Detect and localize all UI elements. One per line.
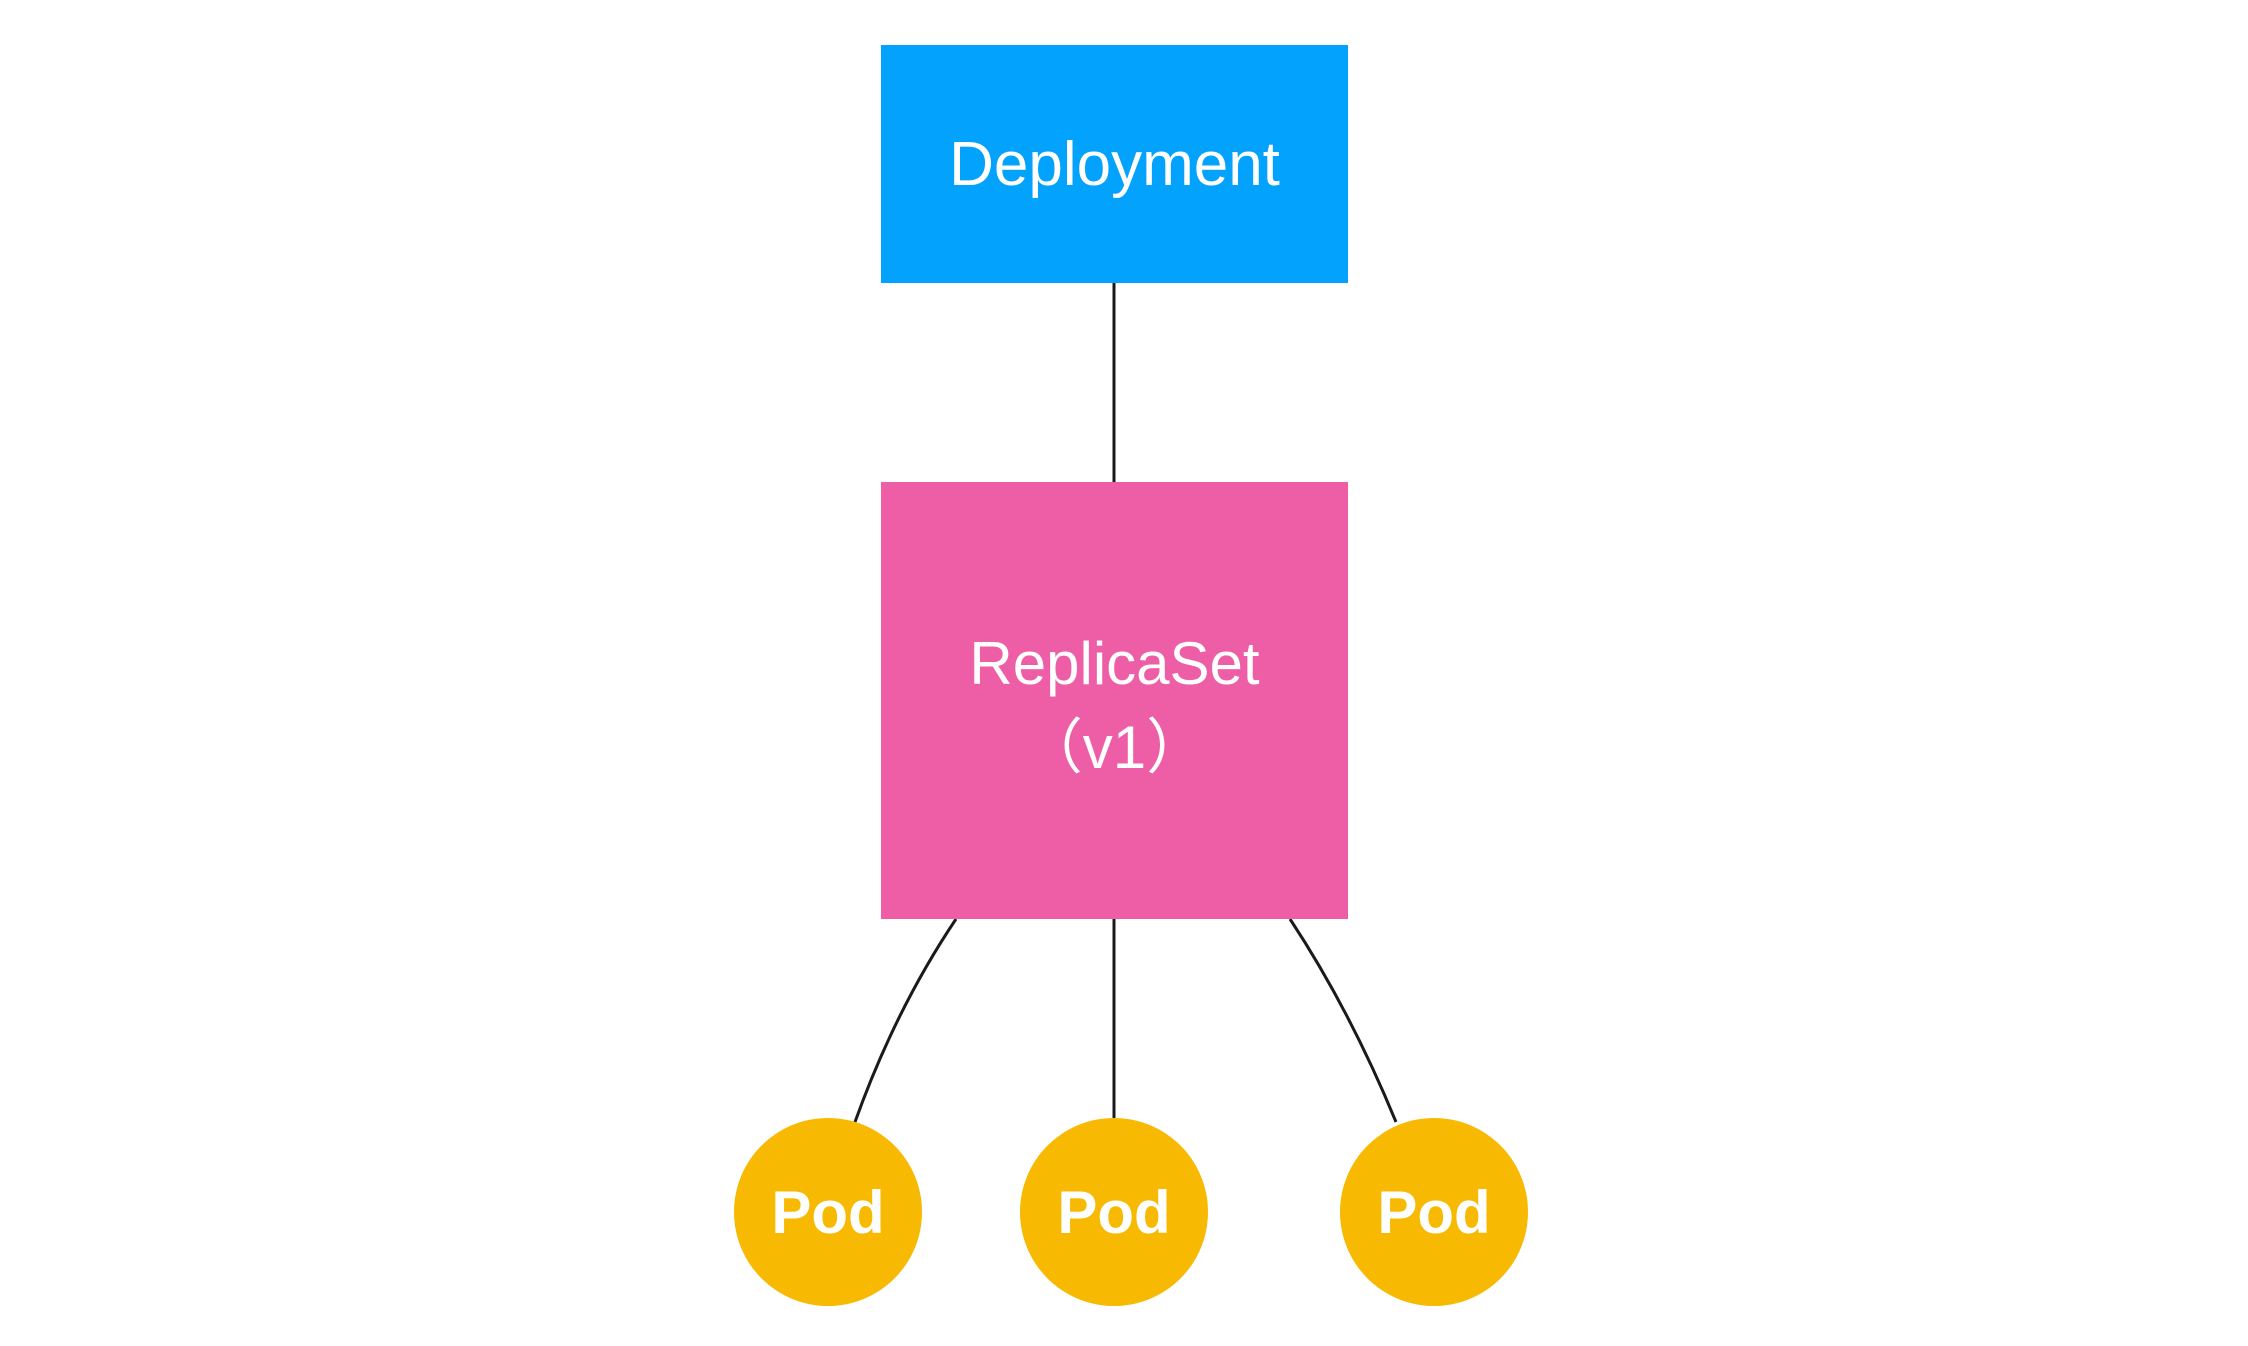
replicaset-to-pod-1-line	[853, 918, 958, 1123]
deployment-label: Deployment	[949, 129, 1280, 199]
pod-node-3: Pod	[1340, 1118, 1528, 1306]
replicaset-node: ReplicaSet （v1）	[881, 482, 1348, 919]
pod-label: Pod	[771, 1178, 885, 1246]
pod-label: Pod	[1057, 1178, 1171, 1246]
pod-node-1: Pod	[734, 1118, 922, 1306]
pod-label: Pod	[1377, 1178, 1491, 1246]
pod-node-2: Pod	[1020, 1118, 1208, 1306]
deployment-node: Deployment	[881, 45, 1348, 283]
replicaset-to-pod-3-line	[1288, 918, 1398, 1123]
replicaset-label: ReplicaSet	[969, 629, 1260, 697]
replicaset-version-label: （v1）	[1022, 713, 1207, 781]
